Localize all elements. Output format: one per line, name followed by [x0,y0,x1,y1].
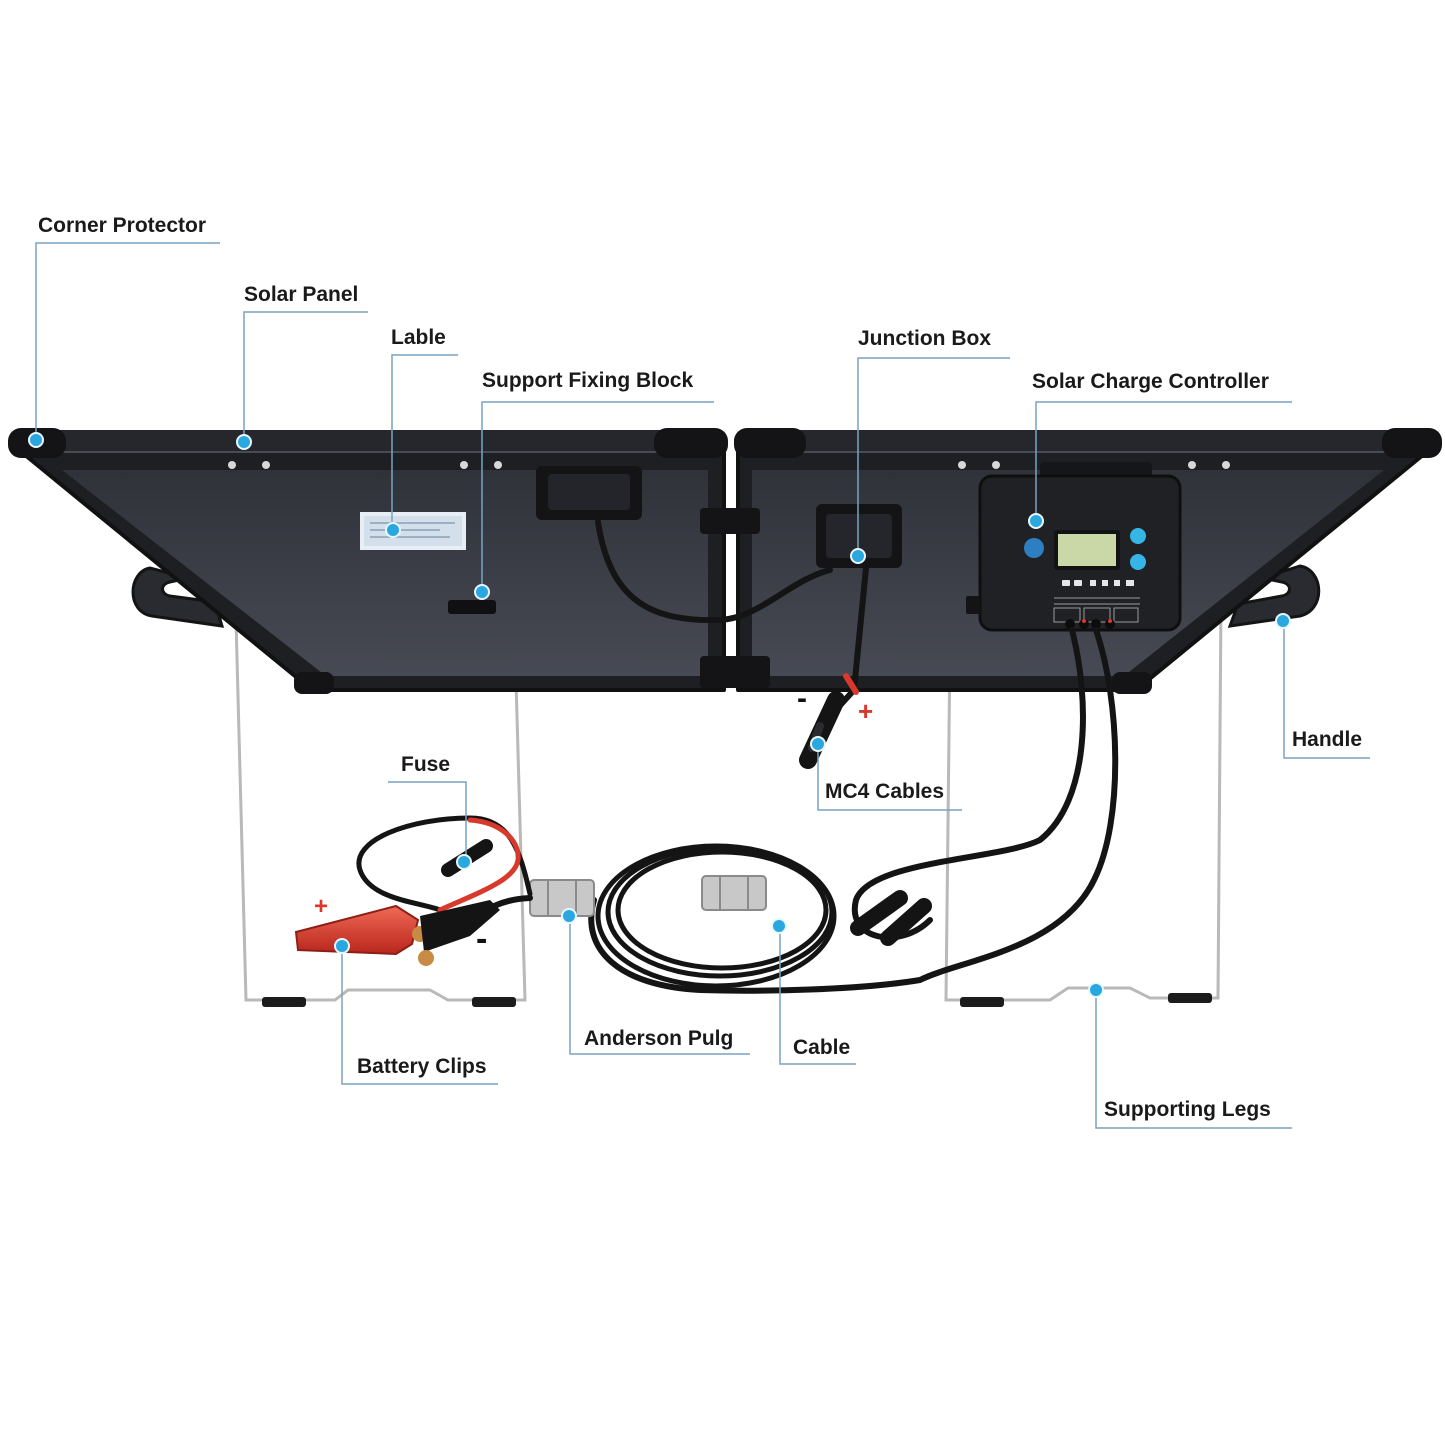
panel-link-cable [595,519,833,624]
leader-anderson-pulg [569,916,750,1055]
leader-solar-charge-controller [1035,401,1292,520]
anderson-plug [529,879,595,917]
callout-leaders [35,242,1370,1129]
leader-mc4-cables [817,744,962,811]
controller-output-cables [588,627,1119,994]
label-anderson-pulg: Anderson Pulg [584,1027,734,1050]
label-support-fixing-block: Support Fixing Block [482,369,694,392]
dot-icon [561,908,577,924]
mc4-connector-pair [850,890,932,946]
dot-icon [334,938,350,954]
leader-fuse [388,781,467,862]
corner-protectors [8,428,1442,694]
clip-negative-sign: - [476,920,488,958]
label-solar-charge-controller: Solar Charge Controller [1032,370,1269,393]
support-fixing-block [448,600,496,614]
leader-solar-panel [243,311,368,440]
leader-handle [1283,620,1370,759]
dot-icon [236,434,252,450]
controller-lcd [1058,534,1116,566]
dot-icon [474,584,490,600]
dot-icon [385,522,401,538]
coiled-cable [595,843,837,989]
mc4-positive-sign: + [858,696,874,726]
dot-icon [771,918,787,934]
controller-button-top[interactable] [1130,528,1146,544]
left-solar-panel [10,430,726,692]
panel-hinges [700,508,770,688]
label-handle: Handle [1292,728,1363,751]
dot-icon [810,736,826,752]
dot-icon [28,432,44,448]
leader-corner-protector [35,242,220,440]
panel-label-sticker [360,512,466,550]
leader-lable [391,354,458,530]
leader-support-fixing-block [481,401,714,592]
battery-clip-red [294,904,428,956]
label-fuse: Fuse [401,753,451,776]
label-corner-protector: Corner Protector [38,214,207,237]
dot-icon [1088,982,1104,998]
dot-icon [850,548,866,564]
mounting-holes [228,461,1230,469]
leader-battery-clips [341,946,498,1085]
leader-cable [779,926,856,1065]
anderson-plug-end [701,875,767,911]
dot-icon [456,854,472,870]
callout-dots [28,432,1291,998]
label-cable: Cable [793,1036,851,1059]
label-lable: Lable [391,326,446,349]
controller-button-bottom[interactable] [1130,554,1146,570]
right-handle [1227,564,1321,628]
label-mc4-cables: MC4 Cables [825,780,945,803]
dot-icon [1028,513,1044,529]
left-junction-box [536,466,642,520]
dot-icon [1275,613,1291,629]
acopower-logo-icon [1024,538,1044,558]
label-supporting-legs: Supporting Legs [1104,1098,1271,1121]
label-battery-clips: Battery Clips [357,1055,487,1078]
clip-positive-sign: + [314,893,329,920]
junction-box [816,504,902,568]
leader-supporting-legs [1095,992,1292,1129]
label-junction-box: Junction Box [858,327,992,350]
leg-rubber-feet [262,993,1212,1007]
leader-junction-box [857,357,1010,556]
solar-charge-controller [966,462,1182,632]
label-solar-panel: Solar Panel [244,283,359,306]
battery-clip-black [418,900,500,966]
mc4-negative-sign: - [797,682,807,715]
